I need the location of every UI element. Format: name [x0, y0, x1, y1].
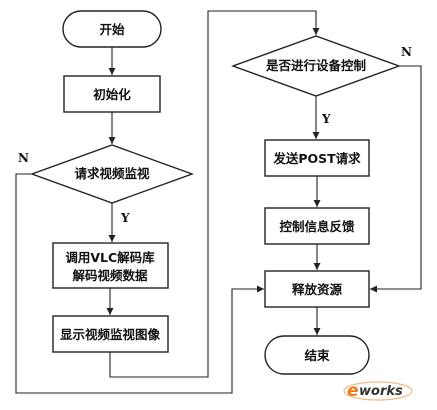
- end-label: 结束: [304, 348, 330, 363]
- vlc-label-line1: 调用VLC解码库: [65, 250, 155, 265]
- init-label: 初始化: [93, 87, 131, 102]
- device-control-label: 是否进行设备控制: [265, 58, 366, 73]
- request-yes-label: Y: [120, 211, 130, 225]
- post-request-label: 发送POST请求: [272, 151, 361, 166]
- init-process: [63, 75, 161, 113]
- request-label: 请求视频监视: [74, 166, 150, 181]
- decision-yes-label: Y: [321, 112, 331, 126]
- start-label: 开始: [99, 22, 125, 37]
- watermark-swoosh: [343, 381, 413, 401]
- display-label: 显示视频监视图像: [60, 327, 161, 342]
- feedback-process: [264, 207, 370, 245]
- vlc-decode-process: [52, 242, 169, 289]
- watermark-e: e: [347, 381, 359, 401]
- end-terminal: [264, 335, 370, 375]
- display-process: [52, 315, 169, 353]
- release-process: [264, 270, 370, 308]
- release-label: 释放资源: [292, 282, 343, 297]
- edge-request-no: [15, 173, 264, 394]
- vlc-label-line2: 解码视频数据: [72, 268, 148, 283]
- post-request-process: [264, 139, 370, 177]
- decision-no-label: N: [401, 45, 412, 59]
- feedback-label: 控制信息反馈: [279, 219, 355, 234]
- eworks-watermark: e works: [343, 381, 413, 401]
- edge-decision-no: [370, 65, 422, 293]
- watermark-works: works: [359, 384, 403, 399]
- edge-display-to-decision: [109, 10, 320, 378]
- request-no-label: N: [18, 151, 29, 165]
